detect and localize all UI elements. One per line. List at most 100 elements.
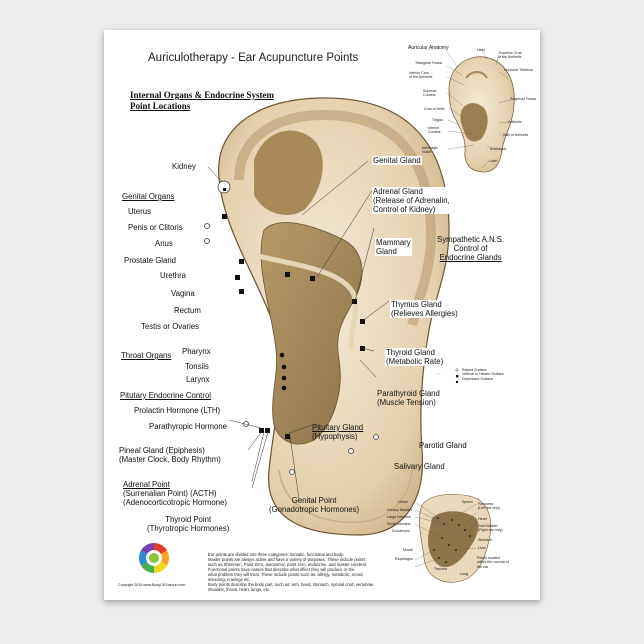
label-genital-point-line2: (Gonadotropic Hormones) [269, 505, 360, 514]
label-thyroid-gland: Thyroid Gland (Metabolic Rate) [385, 348, 445, 366]
organs-gall-bladder: Gall Bladder (Right ear only) [478, 524, 503, 533]
label-genital-gland: Genital Gland [372, 156, 422, 165]
label-parathyroid-line1: Parathyroid Gland [377, 389, 440, 398]
label-prostate: Prostate Gland [124, 256, 177, 265]
label-adrenal-gland-line3: Control of Kidney) [373, 205, 436, 214]
notes-line4: Functional points have names that descri… [208, 567, 355, 572]
label-pituitary-line1: Pituitary Gland [312, 423, 364, 432]
label-pineal-line2: (Master Clock, Body Rhythm) [119, 455, 221, 464]
notes-line7: Body points describe the body part, such… [208, 582, 375, 587]
label-mammary-line1: Mammary [376, 238, 411, 247]
organs-ureter: Ureter [398, 500, 408, 504]
notes-line8: shoulder, throat, heart, lungs, etc. [208, 587, 271, 592]
copyright: Copyright 2015 www.BodyOfChamrin.com [118, 583, 186, 587]
organs-urinary-bladder: Urinary Bladder [387, 508, 412, 512]
organs-spleen: Spleen [462, 500, 474, 504]
label-sympathetic-line2: Control of [453, 244, 488, 253]
subtitle-line1: Internal Organs & Endocrine System [130, 90, 274, 100]
label-anus: Anus [155, 239, 173, 248]
label-pituitary-line2: (Hypophysis) [312, 432, 358, 441]
helix-fold [234, 109, 437, 327]
label-kidney: Kidney [172, 162, 196, 171]
anatomy-scaphoid-fossa: Scaphoid Fossa [510, 97, 536, 101]
notes-line5: what problem they will treat. These incl… [208, 572, 364, 577]
triangular-fossa [254, 130, 323, 215]
anatomy-superior-concha: Superior Concha [423, 89, 449, 98]
poster: Auriculotherapy - Ear Acupuncture Points… [104, 30, 540, 600]
lobe [278, 469, 413, 524]
label-parathyroid-gland: Parathyroid Gland (Muscle Tension) [377, 389, 440, 407]
anatomy-inferior-crus-line1: Inferior Crus [409, 71, 429, 75]
notes-line2: Master points are always active and have… [208, 557, 366, 562]
label-parathyropic: Parathyropic Hormone [149, 422, 228, 431]
label-sympathetic: Sympathetic A.N.S. Control of Endocrine … [437, 235, 504, 262]
label-larynx: Larynx [186, 375, 210, 384]
label-genital-point: Genital Point (Gonadotropic Hormones) [269, 496, 359, 514]
label-genital-point-line1: Genital Point [291, 496, 337, 505]
label-mammary-gland: Mammary Gland [375, 238, 412, 256]
label-testis: Testis or Ovaries [141, 322, 200, 331]
label-adrenal-point-line2: (Surrenalian Point) (ACTH) [123, 489, 217, 498]
label-rectum: Rectum [174, 306, 201, 315]
label-mammary-line2: Gland [376, 247, 397, 256]
label-tonsils: Tonsils [185, 362, 209, 371]
anatomy-antitragus: Antitragus [490, 147, 507, 151]
notes: Ear points are divided into three catego… [208, 552, 375, 592]
label-pituitary-control: Pitutary Endocrine Control [120, 391, 212, 400]
anatomy-inset-illustration [445, 49, 515, 173]
anatomy-auricular-tubercle: Auricular Tubercle [504, 68, 534, 72]
organs-large-intestine: Large Intestine [387, 515, 411, 519]
organs-heart: Heart [478, 517, 487, 521]
anatomy-antihelix: Antihelix [508, 120, 522, 124]
label-pineal: Pineal Gland (Epiphesis) (Master Clock, … [119, 446, 221, 464]
label-prolactin: Prolactin Hormone (LTH) [134, 406, 221, 415]
label-thymus-line1: Thymus Gland [391, 300, 442, 309]
anatomy-superior-crus-line2: of the Antihelix [498, 55, 522, 60]
poster-title: Auriculotherapy - Ear Acupuncture Points [148, 52, 359, 64]
label-adrenal-point-line1: Adrenal Point [123, 480, 170, 489]
organs-inset-illustration [414, 494, 492, 583]
label-adrenal-gland: Adrenal Gland (Release of Adrenalin, Con… [372, 187, 451, 214]
organs-liver: Liver [478, 546, 486, 550]
label-thyroid-point: Thyroid Point (Thyrotropic Hormones) [147, 515, 229, 533]
legend: Raised Surface Vertical or Hidden Surfac… [462, 368, 504, 381]
label-parotid-gland: Parotid Gland [419, 441, 467, 450]
label-thyroid-point-line1: Thyroid Point [165, 515, 212, 524]
label-pineal-line1: Pineal Gland (Epiphesis) [119, 446, 205, 455]
anatomy-triangular-fossa: Triangular Fossa [415, 61, 442, 65]
label-thyroid-point-line2: (Thyrotropic Hormones) [147, 524, 230, 533]
organs-trachea: Trachea [434, 567, 448, 571]
label-thyroid-line1: Thyroid Gland [386, 348, 435, 357]
legend-vertical: Vertical or Hidden Surface [462, 372, 504, 377]
anatomy-tragus: Tragus [432, 118, 444, 122]
label-penis-clitoris: Penis or Clitoris [128, 223, 183, 232]
organs-points-note-line1: Points located [477, 556, 500, 560]
notes-line3: such as Shenmen, Point Zero, autonomic, … [208, 562, 367, 567]
anatomy-inferior-concha: Inferior Concha [428, 126, 452, 135]
organs-points-note: Points located within the concha of the … [477, 556, 509, 569]
label-pituitary-gland: Pituitary Gland (Hypophysis) [312, 423, 363, 441]
anatomy-wall-of-antihelix: Wall of Antihelix [503, 133, 531, 137]
organs-pancreas-line1: Pancreas [478, 502, 494, 506]
anatomy-lobe: Lobe [489, 159, 497, 163]
label-adrenal-gland-line1: Adrenal Gland [373, 187, 423, 196]
poster-subtitle: Internal Organs & Endocrine System Point… [130, 90, 274, 112]
label-uterus: Uterus [128, 207, 151, 216]
label-urethra: Urethra [160, 271, 186, 280]
anatomy-intertragic-notch-text: Intertragic Notch [422, 146, 438, 155]
anatomy-helix: Helix [477, 48, 485, 52]
legend-note: ··· [437, 372, 441, 376]
anatomy-scaphoid-fossa-text: Scaphoid Fossa [510, 97, 536, 101]
anatomy-inferior-crus-line2: of the Antihelix [409, 75, 433, 80]
anatomy-auricular-tubercle-text: Auricular Tubercle [504, 68, 533, 72]
anatomy-title: Auricular Anatomy [408, 45, 449, 51]
anatomy-superior-crus: Superior Crus of the Antihelix [498, 51, 521, 60]
organs-mouth: Mouth [403, 548, 413, 552]
label-salivary-gland: Salivary Gland [394, 462, 445, 471]
organs-lung: Lung [460, 572, 468, 576]
label-adrenal-point: Adrenal Point (Surrenalian Point) (ACTH)… [123, 480, 227, 507]
anatomy-inferior-crus: Inferior Crus of the Antihelix [409, 71, 432, 80]
anatomy-intertragic-notch: Intertragic Notch [422, 146, 448, 155]
antihelix [253, 252, 358, 351]
anatomy-inferior-concha-text: Inferior Concha [428, 126, 441, 135]
